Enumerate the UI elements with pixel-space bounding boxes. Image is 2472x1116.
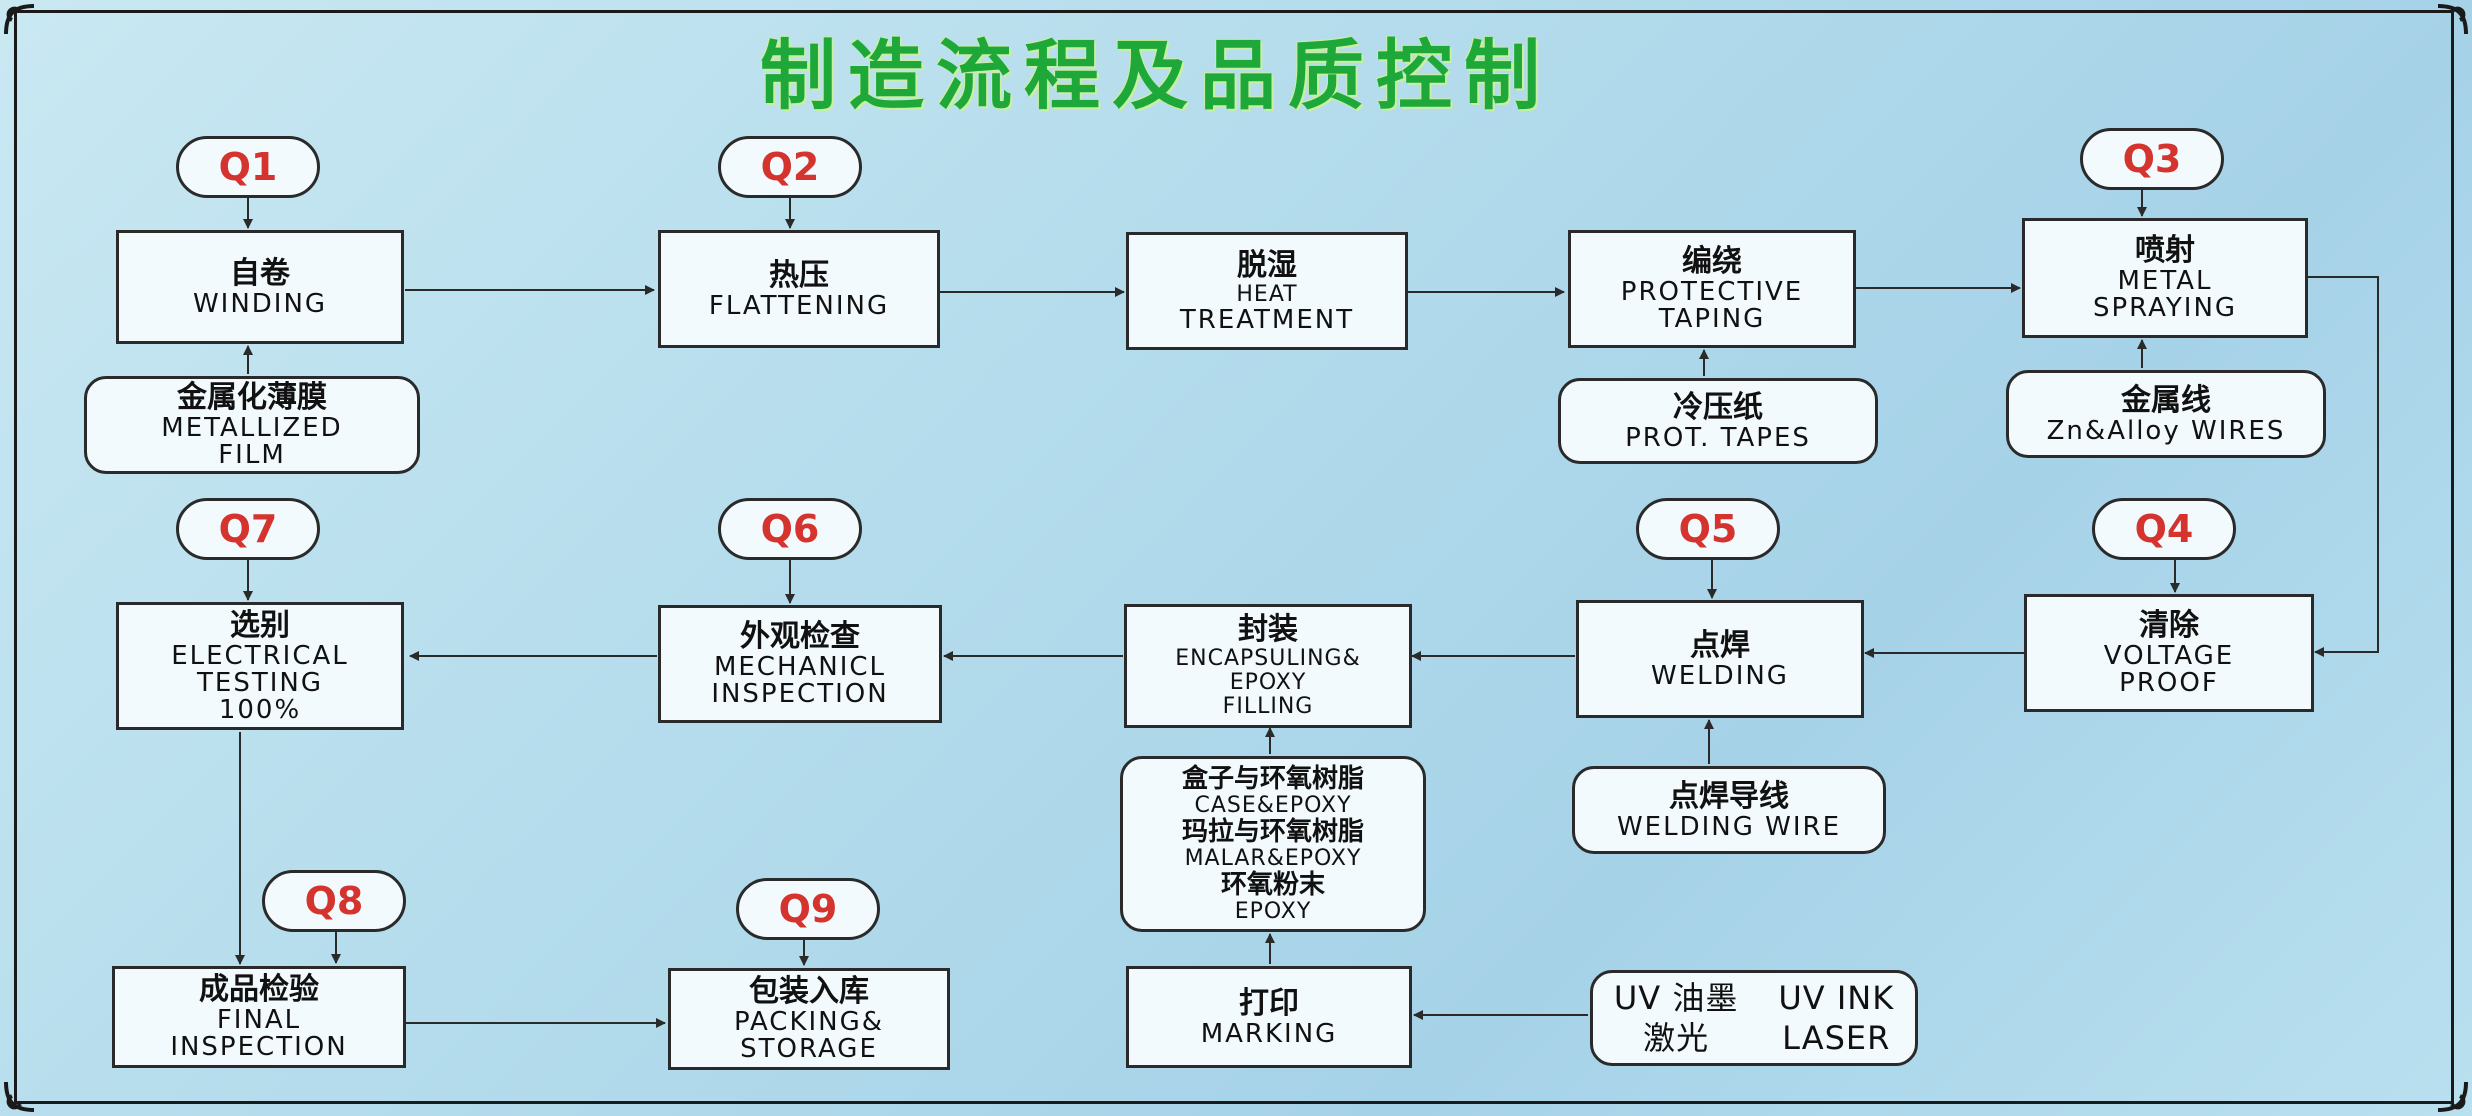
step-winding: 自卷 WINDING (116, 230, 404, 344)
step-electrical-testing: 选别 ELECTRICAL TESTING 100% (116, 602, 404, 730)
step-encapsuling-epoxy-filling: 封装 ENCAPSULING& EPOXY FILLING (1124, 604, 1412, 728)
uv-laser-grid: UV 油墨 UV INK 激光 LASER (1614, 979, 1894, 1057)
checkpoint-q2: Q2 (718, 136, 862, 198)
checkpoint-q7: Q7 (176, 498, 320, 560)
step-packing-storage: 包装入库 PACKING& STORAGE (668, 968, 950, 1070)
checkpoint-q4: Q4 (2092, 498, 2236, 560)
checkpoint-q6: Q6 (718, 498, 862, 560)
material-uv-ink-laser: UV 油墨 UV INK 激光 LASER (1590, 970, 1918, 1066)
checkpoint-q5: Q5 (1636, 498, 1780, 560)
step-mechanical-inspection: 外观检查 MECHANICL INSPECTION (658, 605, 942, 723)
step-flattening: 热压 FLATTENING (658, 230, 940, 348)
step-voltage-proof: 清除 VOLTAGE PROOF (2024, 594, 2314, 712)
checkpoint-q3: Q3 (2080, 128, 2224, 190)
checkpoint-q8: Q8 (262, 870, 406, 932)
material-metallized-film: 金属化薄膜 METALLIZED FILM (84, 376, 420, 474)
step-marking: 打印 MARKING (1126, 966, 1412, 1068)
step-heat-treatment: 脱湿 HEAT TREATMENT (1126, 232, 1408, 350)
material-welding-wire: 点焊导线 WELDING WIRE (1572, 766, 1886, 854)
step-metal-spraying: 喷射 METAL SPRAYING (2022, 218, 2308, 338)
material-zn-alloy-wires: 金属线 Zn&Alloy WIRES (2006, 370, 2326, 458)
checkpoint-q1: Q1 (176, 136, 320, 198)
step-final-inspection: 成品检验 FINAL INSPECTION (112, 966, 406, 1068)
checkpoint-q9: Q9 (736, 878, 880, 940)
material-case-epoxy: 盒子与环氧树脂 CASE&EPOXY 玛拉与环氧树脂 MALAR&EPOXY 环… (1120, 756, 1426, 932)
step-welding: 点焊 WELDING (1576, 600, 1864, 718)
step-protective-taping: 编绕 PROTECTIVE TAPING (1568, 230, 1856, 348)
material-prot-tapes: 冷压纸 PROT. TAPES (1558, 378, 1878, 464)
